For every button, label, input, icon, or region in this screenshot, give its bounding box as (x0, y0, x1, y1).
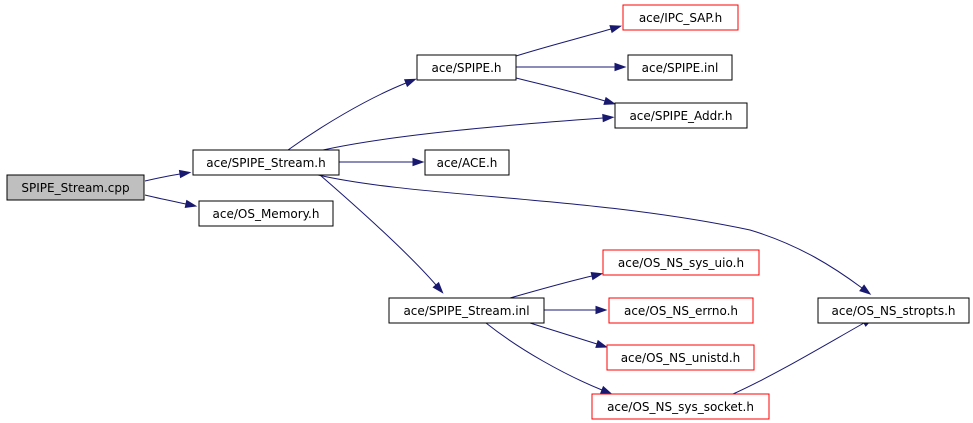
arrowhead-icon (599, 385, 613, 395)
node-box (198, 200, 334, 227)
edge-spipe_stream_h-to-spipe_stream_inl (319, 174, 444, 294)
arrowhead-icon (595, 305, 608, 315)
node-os-ns-sys-socket-h[interactable]: ace/OS_NS_sys_socket.h (591, 393, 770, 420)
node-label: ace/OS_NS_errno.h (624, 304, 738, 318)
node-label: ace/OS_NS_sys_socket.h (607, 400, 754, 414)
node-label: ace/SPIPE.inl (642, 61, 719, 75)
node-os-memory-h[interactable]: ace/OS_Memory.h (198, 200, 334, 227)
arrowhead-icon (595, 339, 608, 348)
arrowhead-icon (614, 62, 627, 72)
node-spipe-addr-h[interactable]: ace/SPIPE_Addr.h (614, 102, 748, 129)
nodes-layer: SPIPE_Stream.cpp ace/SPIPE_Stream.h ace/OS… (6, 4, 970, 420)
node-spipe-stream-cpp: SPIPE_Stream.cpp (6, 174, 145, 201)
node-label: ace/OS_NS_unistd.h (621, 351, 741, 365)
node-box (424, 149, 510, 176)
arrowhead-icon (859, 284, 872, 295)
node-os-ns-unistd-h[interactable]: ace/OS_NS_unistd.h (606, 344, 755, 371)
node-box (614, 102, 748, 129)
edge-line (515, 77, 606, 102)
edge-line (515, 28, 612, 57)
edge-spipe_stream_h-to-spipe_h (287, 78, 417, 151)
arrowhead-icon (184, 199, 198, 209)
edge-spipe_stream_h-to-os_ns_stropts_h (317, 174, 872, 295)
edge-spipe_stream_inl-to-os_ns_errno_h (544, 305, 608, 315)
node-label: ace/OS_NS_sys_uio.h (618, 256, 744, 270)
node-label: ace/SPIPE_Stream.inl (403, 304, 529, 318)
node-box (622, 4, 739, 31)
edge-spipe_stream_cpp-to-spipe_stream_h (144, 169, 192, 182)
edge-spipe_stream_cpp-to-os_memory_h (144, 194, 198, 209)
edge-spipe_stream_h-to-ace_h (339, 157, 425, 167)
node-label: ace/OS_Memory.h (213, 207, 320, 221)
edges-layer (144, 25, 875, 395)
node-ace-h[interactable]: ace/ACE.h (424, 149, 510, 176)
node-spipe-stream-h[interactable]: ace/SPIPE_Stream.h (192, 149, 340, 176)
node-box (602, 249, 760, 276)
node-os-ns-stropts-h[interactable]: ace/OS_NS_stropts.h (817, 297, 970, 324)
node-box (388, 297, 545, 324)
edge-line (509, 275, 593, 299)
node-label: ace/ACE.h (437, 156, 498, 170)
arrowhead-icon (590, 272, 604, 281)
node-box (192, 149, 340, 176)
node-label: ace/OS_NS_stropts.h (832, 304, 956, 318)
edge-line (319, 174, 437, 286)
edge-line (322, 117, 604, 151)
arrowhead-icon (412, 157, 425, 167)
node-box (416, 54, 517, 81)
node-box (606, 344, 755, 371)
arrowhead-icon (432, 281, 444, 294)
edge-line (144, 173, 181, 182)
edge-line (317, 174, 863, 289)
node-os-ns-errno-h[interactable]: ace/OS_NS_errno.h (608, 297, 754, 324)
node-spipe-inl[interactable]: ace/SPIPE.inl (627, 54, 733, 81)
arrowhead-icon (609, 25, 623, 34)
node-label: ace/SPIPE.h (431, 61, 501, 75)
edge-spipe_h-to-ipc_sap_h (515, 25, 623, 57)
arrowhead-icon (603, 96, 617, 105)
node-box (817, 297, 970, 324)
node-box (591, 393, 770, 420)
arrowhead-icon (602, 113, 615, 123)
node-box (6, 174, 145, 201)
node-label: SPIPE_Stream.cpp (21, 181, 129, 195)
edge-line (529, 322, 598, 345)
arrowhead-icon (403, 78, 417, 88)
node-box (627, 54, 733, 81)
node-spipe-stream-inl[interactable]: ace/SPIPE_Stream.inl (388, 297, 545, 324)
edge-line (144, 194, 187, 205)
edge-spipe_h-to-spipe_inl (516, 62, 627, 72)
edge-spipe_h-to-spipe_addr_h (515, 77, 617, 105)
node-ipc-sap-h[interactable]: ace/IPC_SAP.h (622, 4, 739, 31)
node-label: ace/SPIPE_Stream.h (206, 156, 325, 170)
edge-spipe_stream_inl-to-os_ns_sys_uio_h (509, 272, 604, 299)
edge-line (732, 322, 865, 395)
edge-spipe_stream_h-to-spipe_addr_h (322, 113, 615, 151)
edge-line (287, 82, 407, 151)
node-spipe-h[interactable]: ace/SPIPE.h (416, 54, 517, 81)
edge-spipe_stream_inl-to-os_ns_sys_socket_h (485, 322, 613, 395)
arrowhead-icon (178, 169, 192, 179)
edge-line (485, 322, 603, 391)
node-label: ace/IPC_SAP.h (639, 11, 722, 25)
node-box (608, 297, 754, 324)
node-os-ns-sys-uio-h[interactable]: ace/OS_NS_sys_uio.h (602, 249, 760, 276)
edge-spipe_stream_inl-to-os_ns_unistd_h (529, 322, 608, 348)
node-label: ace/SPIPE_Addr.h (629, 109, 732, 123)
